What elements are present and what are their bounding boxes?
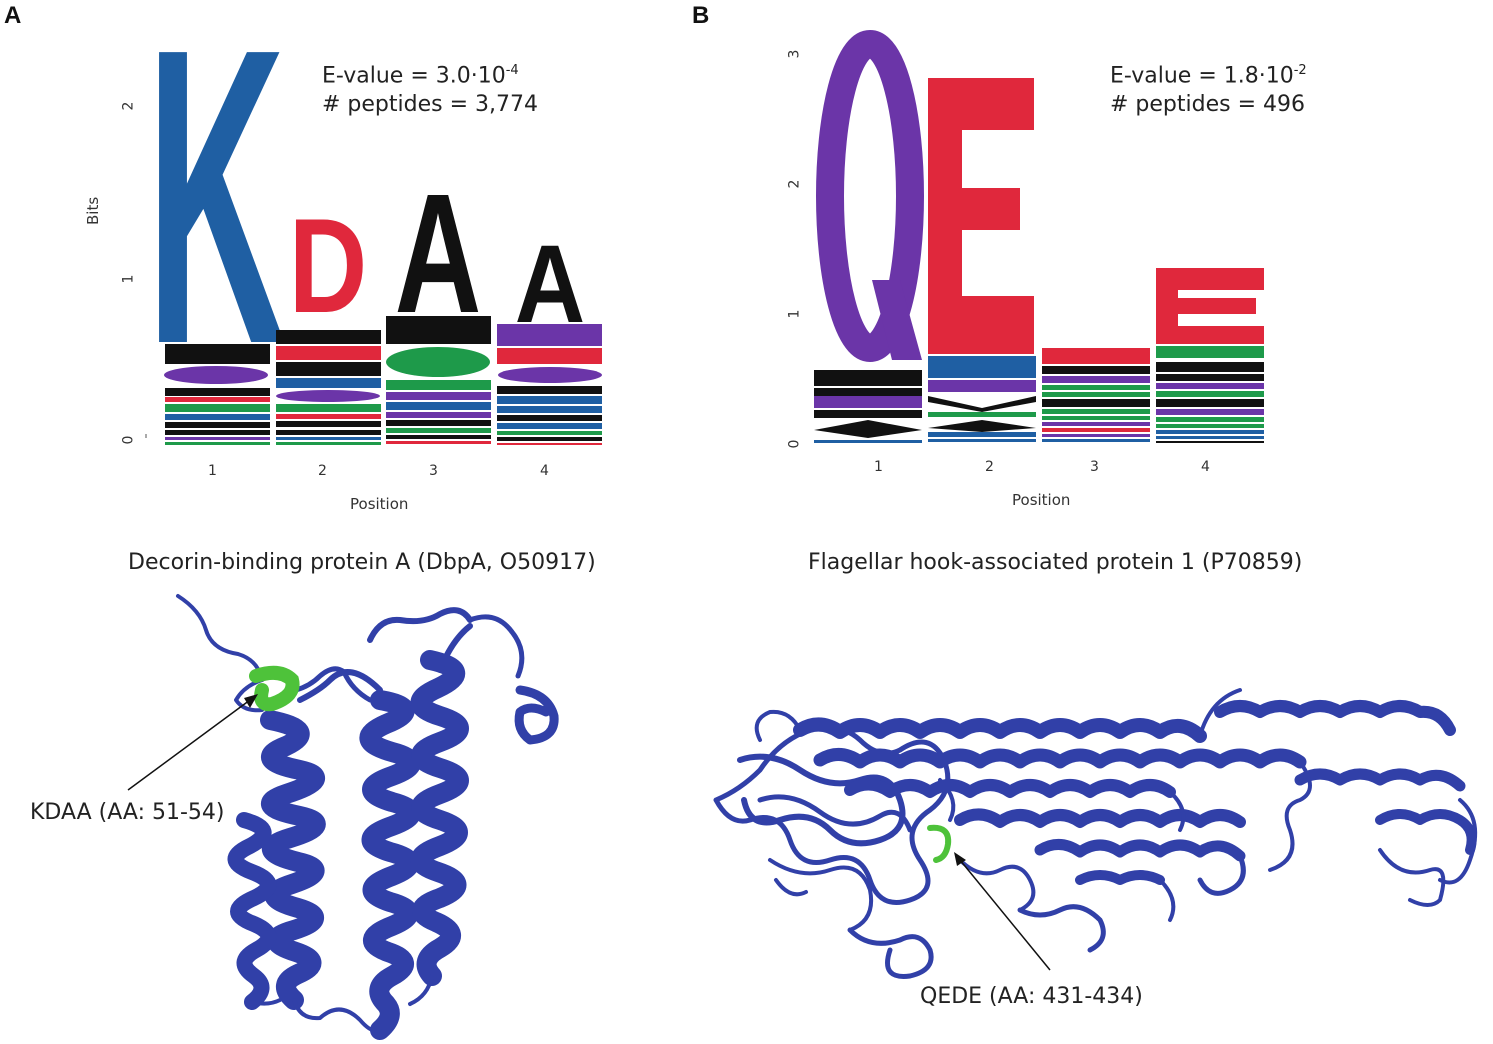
protein-structure-b [713,688,1478,979]
kdaa-highlight [249,665,300,712]
arrow-b [954,852,1051,971]
logo-a-xlabel: Position [350,495,409,513]
logo-b-ytick-0: 0 [786,439,803,449]
logo-b-ytick-3: 3 [786,49,803,59]
logo-b-xtick-4: 4 [1201,459,1210,475]
logo-a-ytick-0: 0 [120,435,137,445]
protein-structure-a [176,594,559,1040]
panel-a-evalue: E-value = 3.0·10-4 [322,63,519,89]
panel-b-label: B [692,2,710,29]
logo-b-xtick-2: 2 [985,459,994,475]
panel-a-peptides: # peptides = 3,774 [322,92,538,117]
logo-b-ytick-1: 1 [786,309,803,319]
logo-a-xtick-3: 3 [429,463,438,479]
logo-b-ytick-2: 2 [786,179,803,189]
qede-annotation: QEDE (AA: 431-434) [920,984,1143,1009]
logo-a-xtick-1: 1 [208,463,217,479]
logo-b-letter-e1 [928,78,1034,354]
logo-a-ytick-1: 1 [120,274,137,284]
logo-b-letter-q [816,30,924,362]
logo-a-ylabel: Bits [84,196,102,225]
kdaa-annotation: KDAA (AA: 51-54) [30,800,225,825]
panel-a-caption: Decorin-binding protein A (DbpA, O50917) [128,550,596,575]
logo-b-xtick-3: 3 [1090,459,1099,475]
panel-b-caption: Flagellar hook-associated protein 1 (P70… [808,550,1303,575]
logo-a-ytick-2: 2 [120,101,137,111]
logo-b-letter-e2 [1156,268,1264,344]
qede-highlight [927,824,952,863]
arrow-a [127,694,258,791]
panel-a-label: A [4,2,22,29]
panel-b-peptides: # peptides = 496 [1110,92,1306,117]
logo-a-xtick-4: 4 [540,463,549,479]
logo-b-xlabel: Position [1012,491,1071,509]
logo-a: K D A A [145,0,602,445]
logo-a-xtick-2: 2 [318,463,327,479]
panel-b-evalue: E-value = 1.8·10-2 [1110,63,1307,89]
logo-b [814,30,1264,443]
logo-b-xtick-1: 1 [874,459,883,475]
logo-a-letter-d: D [289,190,368,341]
